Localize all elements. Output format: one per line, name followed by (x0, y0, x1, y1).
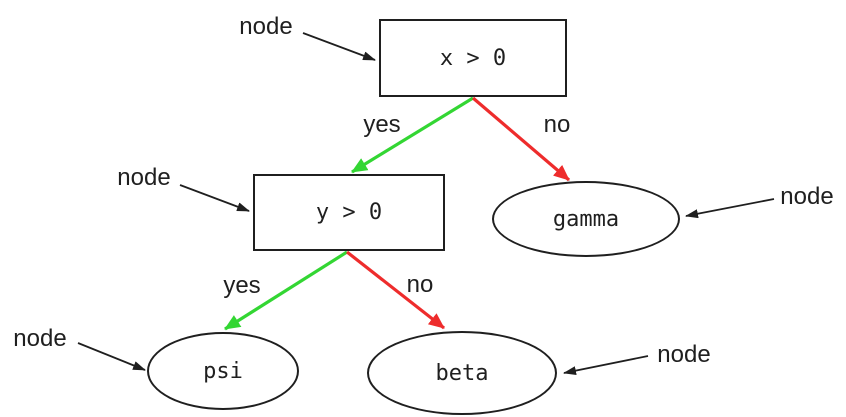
edge-label-no-1: no (543, 111, 571, 138)
annotation-arrow-y (179, 184, 250, 212)
node-label: psi (203, 358, 243, 384)
annotation-label-psi: node (13, 325, 67, 352)
edge-yes-root-to-y (351, 96, 474, 174)
node-label: beta (435, 360, 489, 386)
edge-label-no-2: no (406, 271, 434, 298)
annotation-label-gamma: node (780, 183, 834, 210)
annotation-arrow-beta (563, 355, 649, 376)
edge-no-root-to-gamma (471, 96, 571, 182)
node-label: x > 0 (439, 45, 507, 71)
edge-no-y-to-beta (346, 250, 445, 330)
annotation-label-beta: node (657, 341, 711, 368)
leaf-node-psi: psi (147, 332, 299, 410)
annotation-label-root: node (239, 13, 293, 40)
annotation-arrow-root (302, 32, 376, 61)
tree-node-root: x > 0 (379, 19, 567, 97)
edge-label-yes-1: yes (363, 111, 401, 138)
node-label: gamma (552, 206, 620, 232)
tree-node-y: y > 0 (253, 174, 445, 251)
annotation-arrow-gamma (685, 198, 775, 219)
leaf-node-gamma: gamma (492, 181, 680, 257)
node-label: y > 0 (315, 200, 383, 225)
edge-label-yes-2: yes (223, 272, 261, 299)
annotation-arrow-psi (77, 342, 146, 371)
edge-yes-y-to-psi (224, 250, 348, 331)
annotation-label-y: node (117, 164, 171, 191)
leaf-node-beta: beta (367, 331, 557, 415)
